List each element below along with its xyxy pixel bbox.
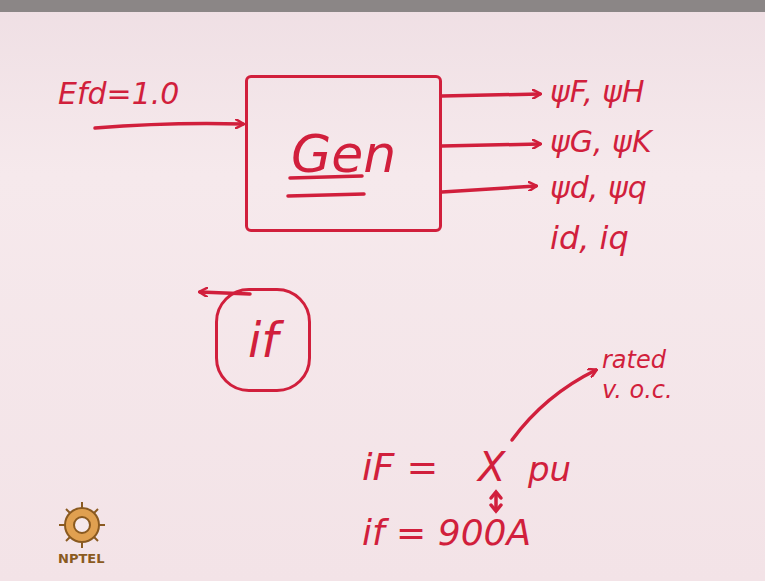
- field-current-loop: if: [215, 288, 311, 392]
- flux-label: ψd, ψq: [550, 172, 647, 204]
- equation-label: iF =: [362, 448, 438, 488]
- node-text: Gen: [291, 124, 396, 184]
- input-label: Efd=1.0: [58, 78, 179, 110]
- generator-box: Gen: [245, 75, 442, 232]
- node-text: if: [248, 312, 278, 368]
- unit-label: pu: [528, 452, 571, 488]
- flux-label: ψG, ψK: [550, 126, 652, 158]
- note-label: rated v. o.c.: [602, 345, 682, 405]
- flux-label: ψF, ψH: [550, 76, 645, 108]
- logo-text: NPTEL: [58, 552, 104, 566]
- variable-label: X: [478, 446, 505, 488]
- top-strip: [0, 0, 765, 12]
- current-label: id, iq: [550, 222, 629, 256]
- equation-label: if = 900A: [362, 514, 531, 552]
- nptel-logo: [59, 502, 105, 548]
